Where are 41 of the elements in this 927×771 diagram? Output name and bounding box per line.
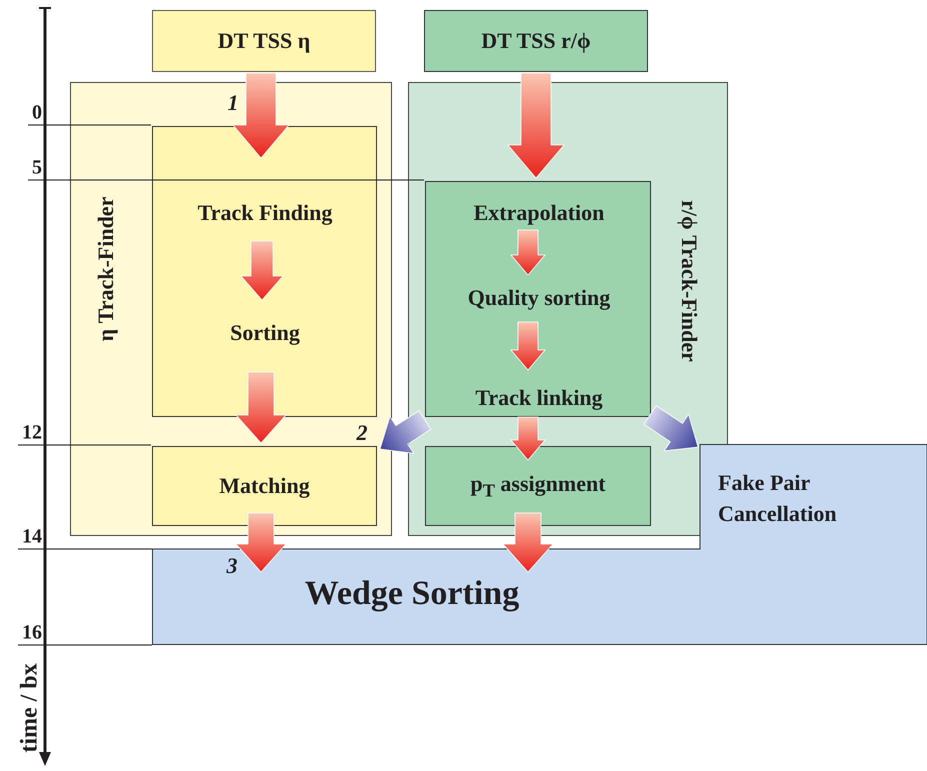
block-arrow <box>379 410 432 454</box>
step-label: Track Finding <box>172 198 358 228</box>
tick-label: 16 <box>22 622 42 644</box>
area-label: Wedge Sorting <box>304 574 520 614</box>
box-label: DT TSS η <box>218 28 310 54</box>
step-number: 3 <box>226 553 238 579</box>
process-box <box>152 126 377 417</box>
axis-title: time / bx <box>16 663 44 753</box>
tick-label: 5 <box>32 156 42 180</box>
block-arrow <box>232 72 290 159</box>
input-box <box>424 10 648 72</box>
step-label: Quality sorting <box>432 283 646 313</box>
block-arrow <box>507 72 565 179</box>
block-arrow <box>240 240 284 301</box>
box-label: Matching <box>219 473 310 499</box>
tick-label: 0 <box>32 102 42 124</box>
box-label: p$_{T}$ assignment <box>470 470 606 502</box>
input-box <box>152 10 376 72</box>
block-arrow <box>510 230 546 276</box>
tick-label: 12 <box>22 422 42 444</box>
tick-label: 14 <box>22 526 42 548</box>
block-arrow <box>510 322 546 371</box>
step-label: Extrapolation <box>438 198 640 228</box>
process-box <box>425 181 651 417</box>
step-label: Sorting <box>182 318 348 348</box>
block-arrow <box>502 512 554 573</box>
panel-title: η Track-Finder <box>93 196 119 342</box>
block-arrow <box>643 405 699 452</box>
sorting-area <box>152 444 927 645</box>
step-label: Track linking <box>442 383 636 413</box>
track-finder-panel <box>70 82 392 536</box>
area-label: Fake Pair Cancellation <box>718 469 838 528</box>
process-box <box>152 446 377 526</box>
block-arrow <box>510 416 546 461</box>
step-number: 2 <box>356 420 368 446</box>
panel-title: r/ϕ Track-Finder <box>676 200 702 362</box>
process-box <box>425 446 651 526</box>
box-label: DT TSS r/ϕ <box>481 28 591 54</box>
block-arrow <box>235 512 287 573</box>
step-number: 1 <box>228 90 238 116</box>
block-arrow <box>235 372 287 444</box>
